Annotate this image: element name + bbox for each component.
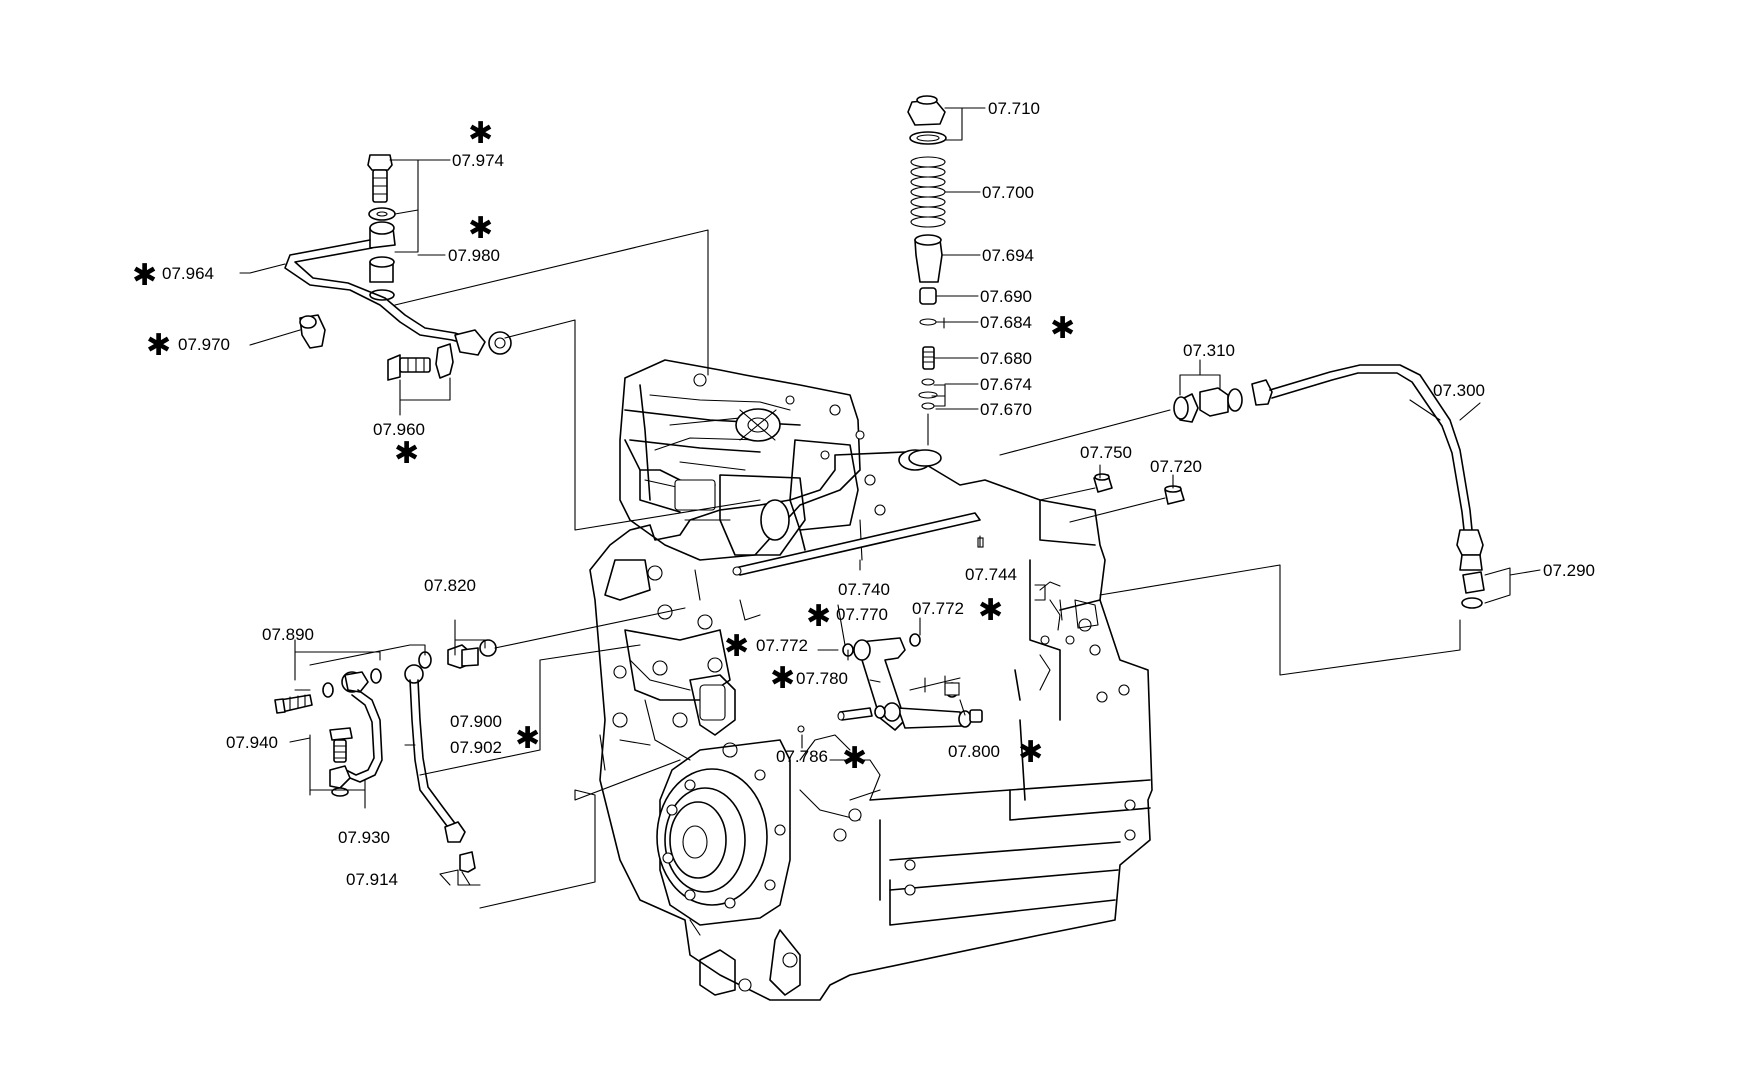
label-07694: 07.694 [982, 246, 1034, 265]
label-07740: 07.740 [838, 580, 890, 599]
callout-labels: 07.710 07.700 07.694 07.690 07.684 ✱ 07.… [132, 99, 1595, 889]
label-07772-left: 07.772 [756, 636, 808, 655]
label-07750: 07.750 [1080, 443, 1132, 462]
label-07720: 07.720 [1150, 457, 1202, 476]
label-07914: 07.914 [346, 870, 398, 889]
pipe-assembly-07964 [284, 154, 512, 381]
marker-07800: ✱ [1018, 735, 1043, 770]
shift-lever-assembly [797, 633, 983, 733]
marker-07772-upper: ✱ [978, 593, 1003, 628]
label-07902: 07.902 [450, 738, 502, 757]
spring-07700 [910, 156, 946, 228]
label-07680: 07.680 [980, 349, 1032, 368]
label-07674: 07.674 [980, 375, 1032, 394]
label-07786: 07.786 [776, 747, 828, 766]
label-07290: 07.290 [1543, 561, 1595, 580]
label-07780: 07.780 [796, 669, 848, 688]
label-07980: 07.980 [448, 246, 500, 265]
marker-07770: ✱ [806, 599, 831, 634]
leader-lines [249, 107, 1541, 909]
label-07890: 07.890 [262, 625, 314, 644]
marker-07980: ✱ [468, 211, 493, 246]
marker-07786: ✱ [842, 741, 867, 776]
label-07970: 07.970 [178, 335, 230, 354]
label-07930: 07.930 [338, 828, 390, 847]
label-07700: 07.700 [982, 183, 1034, 202]
part-rod-07740 [732, 512, 981, 576]
part-07750 [1093, 473, 1113, 493]
label-07710: 07.710 [988, 99, 1040, 118]
label-07820: 07.820 [424, 576, 476, 595]
marker-07780: ✱ [770, 661, 795, 696]
label-07770: 07.770 [836, 605, 888, 624]
label-stubs [239, 272, 1481, 646]
label-07670: 07.670 [980, 400, 1032, 419]
label-07940: 07.940 [226, 733, 278, 752]
marker-07902: ✱ [515, 721, 540, 756]
label-07772-upper: 07.772 [912, 599, 964, 618]
control-valve-block [619, 359, 932, 561]
marker-07684: ✱ [1050, 311, 1075, 346]
fittings-left [274, 639, 497, 886]
label-07974: 07.974 [452, 151, 504, 170]
label-07690: 07.690 [980, 287, 1032, 306]
label-07310: 07.310 [1183, 341, 1235, 360]
label-07300: 07.300 [1433, 381, 1485, 400]
marker-07772-left: ✱ [724, 629, 749, 664]
valve-stack [907, 95, 947, 467]
marker-07960: ✱ [394, 436, 419, 471]
label-07960: 07.960 [373, 420, 425, 439]
bell-housing [656, 739, 791, 926]
part-07720 [1164, 485, 1185, 505]
label-07964: 07.964 [162, 264, 214, 283]
marker-07964: ✱ [132, 258, 157, 293]
pipe-assembly-07300 [1173, 364, 1485, 609]
marker-07974: ✱ [468, 116, 493, 151]
transmission-housing [589, 451, 1153, 1001]
label-07744: 07.744 [965, 565, 1017, 584]
label-07800: 07.800 [948, 742, 1000, 761]
marker-07970: ✱ [146, 328, 171, 363]
label-07684: 07.684 [980, 313, 1032, 332]
label-07900: 07.900 [450, 712, 502, 731]
